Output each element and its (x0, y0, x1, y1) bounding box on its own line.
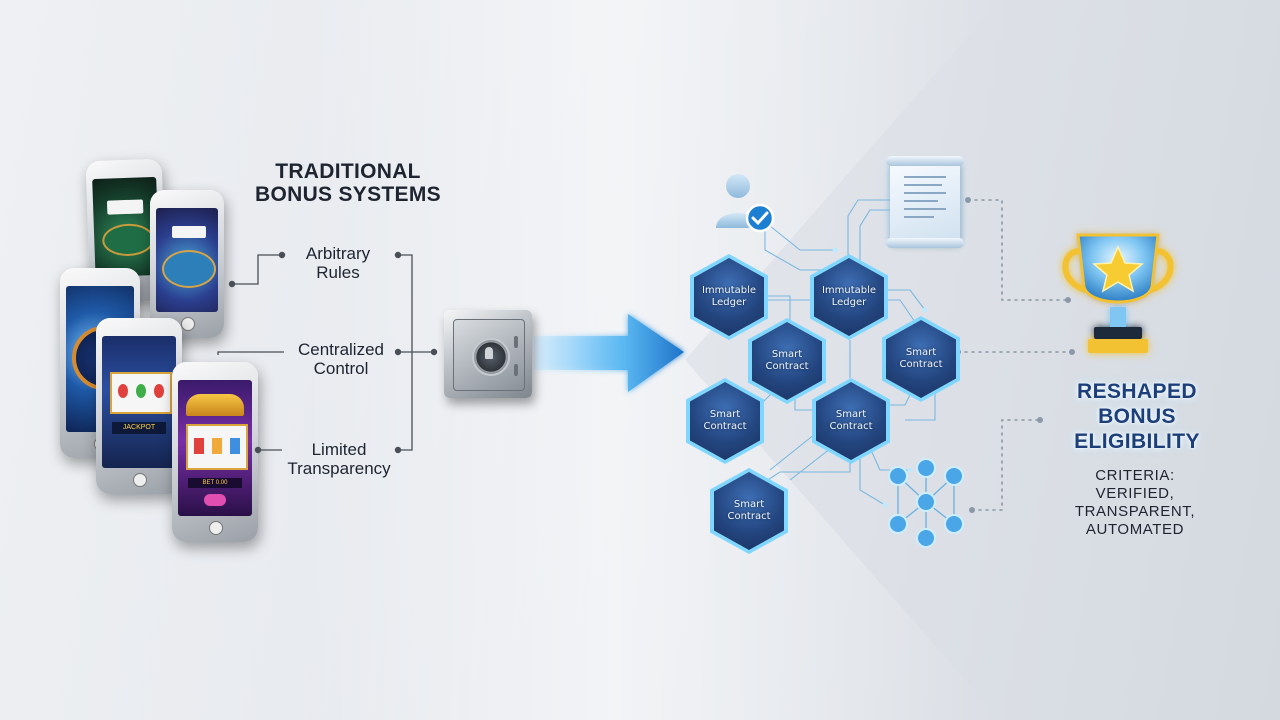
slot-machine-screen: JACKPOT (102, 336, 176, 468)
connector-dot (394, 251, 402, 259)
slot-machine-screen: BET 0.00 (178, 380, 252, 516)
transition-arrow (534, 314, 684, 392)
node-label: Ledger (711, 297, 747, 308)
connector-dot (278, 251, 286, 259)
node-label: Smart (709, 409, 741, 420)
node-label: Smart (771, 349, 803, 360)
home-button (133, 473, 147, 487)
connector-dot (254, 446, 262, 454)
reshaped-title-line3: ELIGIBILITY (1074, 430, 1200, 453)
criteria-text: CRITERIA: VERIFIED, TRANSPARENT, AUTOMAT… (1040, 467, 1230, 539)
factor-text: Arbitrary (305, 244, 371, 263)
poker-table-icon (162, 250, 216, 288)
poker-table-screen (156, 208, 218, 312)
node-cluster-icon (888, 458, 964, 548)
connector-centralized (217, 351, 284, 355)
factor-text: Rules (316, 263, 360, 282)
node-label: Contract (829, 421, 873, 432)
factor-centralized-control: Centralized Control (286, 340, 396, 378)
scroll-document-icon (886, 156, 964, 248)
traditional-title-line1: TRADITIONAL (275, 160, 421, 183)
slot-reels-icon (110, 372, 172, 414)
dotted-cluster-to-result (971, 419, 1041, 511)
connector-dot (394, 446, 402, 454)
criteria-line: VERIFIED, (1095, 485, 1175, 502)
reshaped-title: RESHAPED BONUS ELIGIBILITY (1032, 379, 1242, 454)
phone-poker-2 (150, 190, 224, 338)
trophy-star-icon (1062, 233, 1174, 353)
factor-text: Centralized (298, 340, 384, 359)
node-label: Contract (899, 359, 943, 370)
spin-button-icon (204, 494, 226, 506)
node-label: Immutable (701, 285, 757, 296)
node-label: Smart (835, 409, 867, 420)
criteria-line: AUTOMATED (1085, 521, 1185, 538)
node-label: Contract (765, 361, 809, 372)
factor-text: Control (313, 359, 369, 378)
jackpot-crown-icon (186, 394, 244, 416)
node-label: Ledger (831, 297, 867, 308)
factor-arbitrary-rules: Arbitrary Rules (286, 244, 390, 282)
home-button (181, 317, 195, 331)
node-label: Contract (727, 511, 771, 522)
criteria-line: CRITERIA: (1095, 467, 1175, 484)
traditional-title-line2: BONUS SYSTEMS (255, 183, 441, 206)
phone-slots-1: JACKPOT (96, 318, 182, 494)
user-check-icon (716, 174, 775, 233)
factor-limited-transparency: Limited Transparency (280, 440, 398, 478)
reshaped-title-line1: RESHAPED (1077, 380, 1197, 403)
node-label: Smart (905, 347, 937, 358)
dotted-doc-to-trophy (967, 199, 1069, 301)
factor-text: Transparency (287, 459, 391, 478)
bet-label: BET 0.00 (188, 478, 242, 488)
node-label: Immutable (821, 285, 877, 296)
factor-text: Limited (311, 440, 367, 459)
jackpot-label: JACKPOT (112, 422, 166, 434)
traditional-title: TRADITIONAL BONUS SYSTEMS (232, 160, 464, 206)
connector-arbitrary (232, 254, 282, 285)
home-button (209, 521, 223, 535)
reshaped-title-line2: BONUS (1098, 405, 1176, 428)
node-label: Smart (733, 499, 765, 510)
playing-cards-icon (172, 226, 206, 238)
connector-dot (430, 348, 438, 356)
connector-dot (394, 348, 402, 356)
criteria-line: TRANSPARENT, (1074, 503, 1196, 520)
phone-slots-2: BET 0.00 (172, 362, 258, 542)
connector-dot (228, 280, 236, 288)
safe-vault-icon (444, 310, 532, 398)
node-label: Contract (703, 421, 747, 432)
slot-reels-icon (186, 424, 248, 470)
